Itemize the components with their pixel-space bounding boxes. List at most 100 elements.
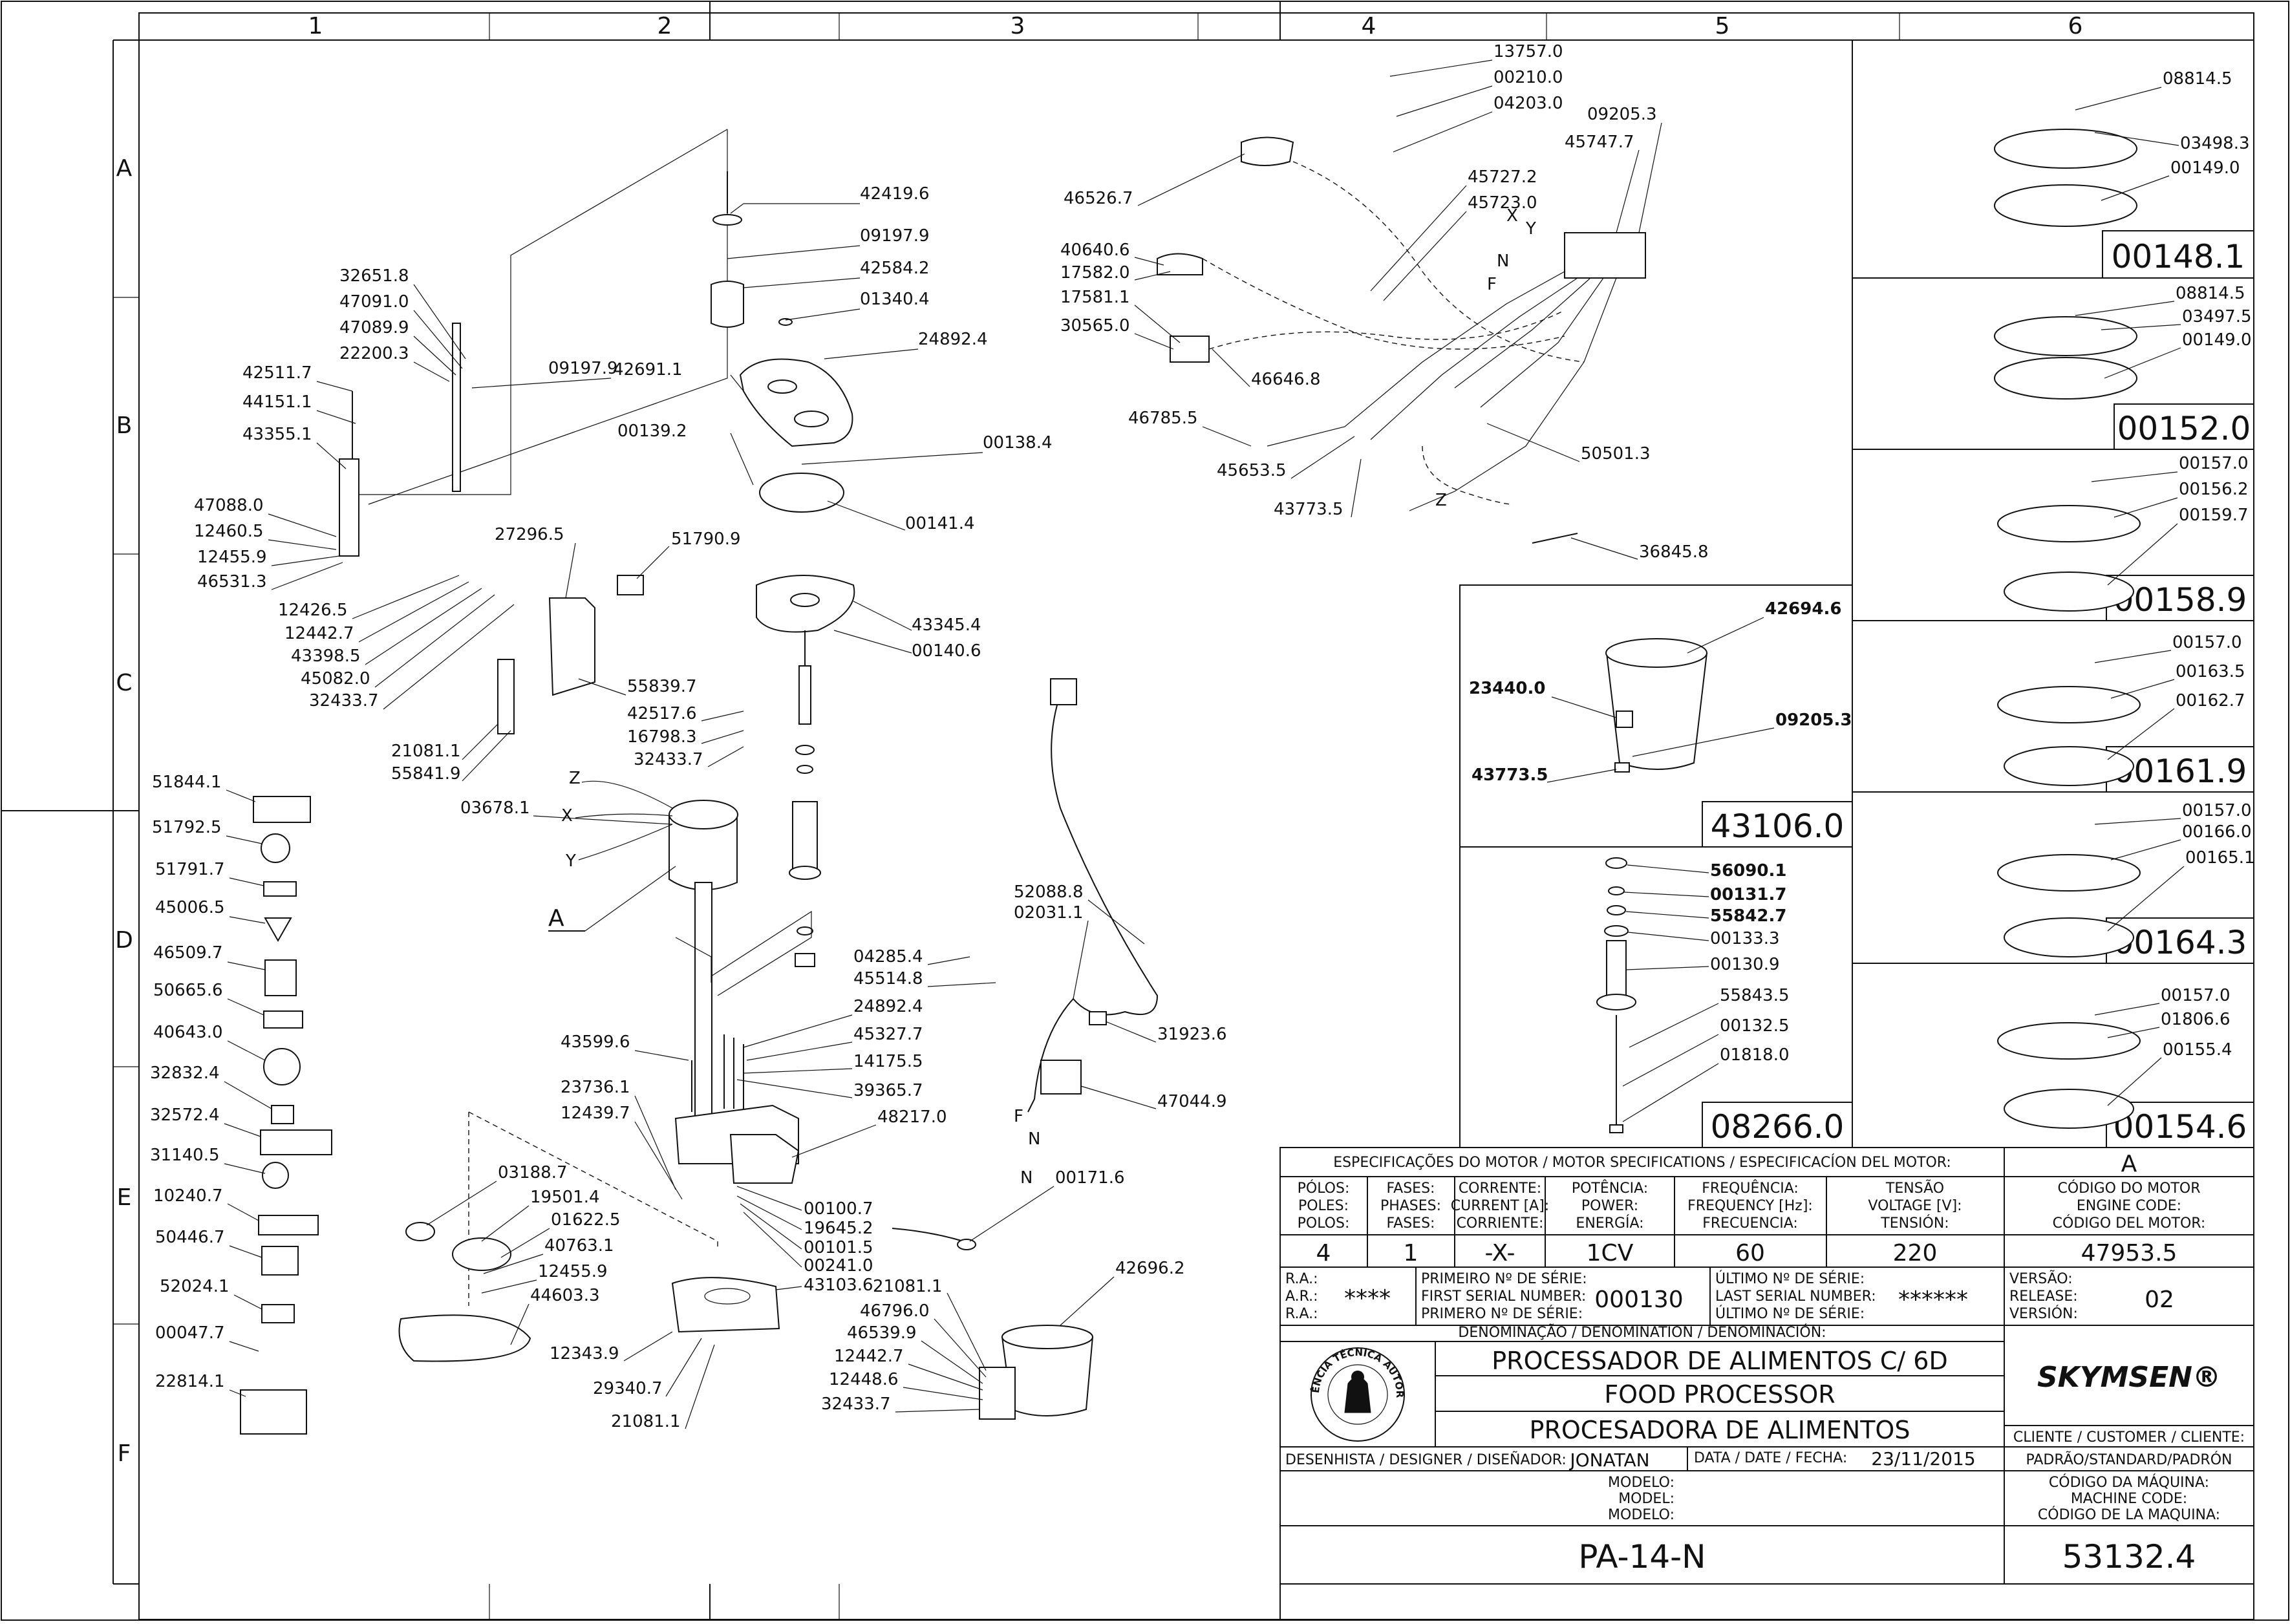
part-number-label: 42694.6 xyxy=(1765,599,1841,619)
name-spanish: PROCESADORA DE ALIMENTOS xyxy=(1530,1416,1910,1444)
part-number-label: 42584.2 xyxy=(860,259,930,278)
kit-panels: 00148.1 00152.0 00158.9 00161.9 00164.3 … xyxy=(1459,40,2254,1148)
part-number-label: CÓDIGO DE LA MAQUINA: xyxy=(2038,1506,2220,1523)
kit-code-4: 00161.9 xyxy=(2113,753,2247,790)
power-cord-part xyxy=(1027,685,1159,1113)
grid-row-d: D xyxy=(115,927,133,954)
kit-code-1: 00148.1 xyxy=(2112,238,2245,275)
part-number-label: 00162.7 xyxy=(2176,691,2245,710)
callout-42584-2: 42584.2 xyxy=(743,259,930,288)
grid-row-c: C xyxy=(116,670,132,696)
part-number-label: 14175.5 xyxy=(853,1052,923,1071)
part-number-label: 55841.9 xyxy=(391,764,461,784)
date-value: 23/11/2015 xyxy=(1871,1448,1975,1469)
grid-col-6: 6 xyxy=(2068,13,2083,39)
name-english: FOOD PROCESSOR xyxy=(1604,1380,1835,1409)
part-number-label: 46539.9 xyxy=(847,1323,917,1343)
part-number-label: 51791.7 xyxy=(155,860,225,879)
part-number-label: 04285.4 xyxy=(853,947,923,967)
bracket-part xyxy=(339,458,359,557)
callout-00141-4: 00141.4 xyxy=(827,500,975,533)
part-number-label: Z xyxy=(569,769,581,788)
part-number-label: 45727.2 xyxy=(1468,167,1537,187)
machine-code-value: 53132.4 xyxy=(2062,1538,2196,1576)
part-number-label: 12343.9 xyxy=(550,1344,619,1363)
part-number-label: 22814.1 xyxy=(155,1372,225,1391)
part-number-label: 21081.1 xyxy=(391,742,461,761)
motor-poles: 4 xyxy=(1316,1240,1331,1266)
part-number-label: 00157.0 xyxy=(2182,801,2252,820)
part-number-label: MODELO: xyxy=(1608,1507,1675,1523)
part-number-label: 08814.5 xyxy=(2176,284,2245,303)
part-number-label: 44603.3 xyxy=(530,1286,600,1305)
part-number-label: POLES: xyxy=(1298,1198,1349,1214)
part-number-label: PHASES: xyxy=(1380,1198,1441,1214)
part-number-label: 32832.4 xyxy=(150,1063,220,1083)
belt-part xyxy=(398,1314,531,1362)
part-number-label: FASES: xyxy=(1387,1181,1435,1197)
part-number-label: POTÊNCIA: xyxy=(1572,1180,1648,1197)
part-number-label: 32433.7 xyxy=(634,750,703,769)
part-number-label: CORRIENTE: xyxy=(1457,1215,1544,1232)
part-number-label: 03678.1 xyxy=(460,798,530,818)
part-number-label: 22200.3 xyxy=(339,344,409,363)
grid-col-2: 2 xyxy=(658,13,672,39)
part-number-label: 12442.7 xyxy=(284,624,354,643)
part-number-label: 00156.2 xyxy=(2179,480,2249,499)
grid-row-a: A xyxy=(116,155,133,182)
part-number-label: 46646.8 xyxy=(1251,370,1321,389)
part-number-label: CÓDIGO DO MOTOR xyxy=(2057,1180,2200,1197)
part-number-label: CÓDIGO DA MÁQUINA: xyxy=(2049,1474,2209,1491)
part-number-label: 32651.8 xyxy=(339,266,409,286)
part-number-label: 00159.7 xyxy=(2179,506,2249,525)
part-number-label: ENGINE CODE: xyxy=(2077,1198,2181,1214)
part-number-label: MODEL: xyxy=(1618,1491,1675,1507)
part-number-label: 52088.8 xyxy=(1014,882,1084,902)
brand-logo: SKYMSEN® xyxy=(2037,1361,2221,1394)
part-number-label: CORRENTE: xyxy=(1459,1181,1541,1197)
part-number-label: LAST SERIAL NUMBER: xyxy=(1715,1288,1876,1305)
ra-value: **** xyxy=(1344,1285,1391,1312)
part-number-label: X xyxy=(561,806,573,826)
part-number-label: 03498.3 xyxy=(2180,134,2250,153)
customer-value: PADRÃO/STANDARD/PADRÓN xyxy=(2026,1451,2232,1468)
part-number-label: 09197.9 xyxy=(548,359,618,378)
switch-part xyxy=(1040,1060,1082,1095)
part-number-label: 45082.0 xyxy=(301,669,370,689)
part-number-label: 43103.6 xyxy=(804,1276,873,1295)
callout-01340-4: 01340.4 xyxy=(785,290,930,321)
part-number-label: FREQUÊNCIA: xyxy=(1702,1180,1799,1197)
part-number-label: 00157.0 xyxy=(2172,633,2242,652)
part-number-label: 01818.0 xyxy=(1720,1045,1790,1065)
motor-spec-header: ESPECIFICAÇÕES DO MOTOR / MOTOR SPECIFIC… xyxy=(1333,1153,1951,1171)
part-number-label: FREQUENCY [Hz]: xyxy=(1687,1198,1813,1214)
part-number-label: 21081.1 xyxy=(611,1412,681,1431)
part-number-label: 19645.2 xyxy=(804,1219,873,1238)
sticker-51844-1 xyxy=(253,796,311,823)
part-number-label: 00138.4 xyxy=(983,433,1053,453)
part-number-label: 00140.6 xyxy=(912,641,981,661)
wire-harness xyxy=(1292,161,1585,363)
version-value: 02 xyxy=(2145,1287,2174,1313)
part-number-label: PRIMEIRO Nº DE SÉRIE: xyxy=(1421,1270,1587,1287)
callout-42419-6: 42419.6 xyxy=(730,184,930,214)
part-number-label: DENOMINAÇÃO / DENOMINATION / DENOMINACIÓ… xyxy=(1458,1323,1826,1341)
part-number-label: 32433.7 xyxy=(821,1394,891,1414)
part-number-label: 43773.5 xyxy=(1471,765,1548,785)
fan-cover-part xyxy=(671,1277,780,1333)
part-number-label: 01622.5 xyxy=(551,1210,621,1230)
part-number-label: 55842.7 xyxy=(1710,906,1786,926)
motor-rev: A xyxy=(2121,1151,2137,1177)
kit-code-5: 00164.3 xyxy=(2113,924,2247,961)
part-number-label: 12460.5 xyxy=(194,522,264,541)
disc-kit-2-part xyxy=(1994,316,2137,356)
part-number-label: MODELO: xyxy=(1608,1475,1675,1491)
part-number-label: 51844.1 xyxy=(152,773,222,792)
sticker-22814-1 xyxy=(240,1389,307,1435)
callout-00138-4: 00138.4 xyxy=(801,433,1053,465)
part-number-label: TENSÃO xyxy=(1885,1179,1944,1197)
motor-phases: 1 xyxy=(1404,1240,1418,1266)
grid-col-5: 5 xyxy=(1715,13,1730,39)
parts-artwork xyxy=(240,129,2141,1435)
